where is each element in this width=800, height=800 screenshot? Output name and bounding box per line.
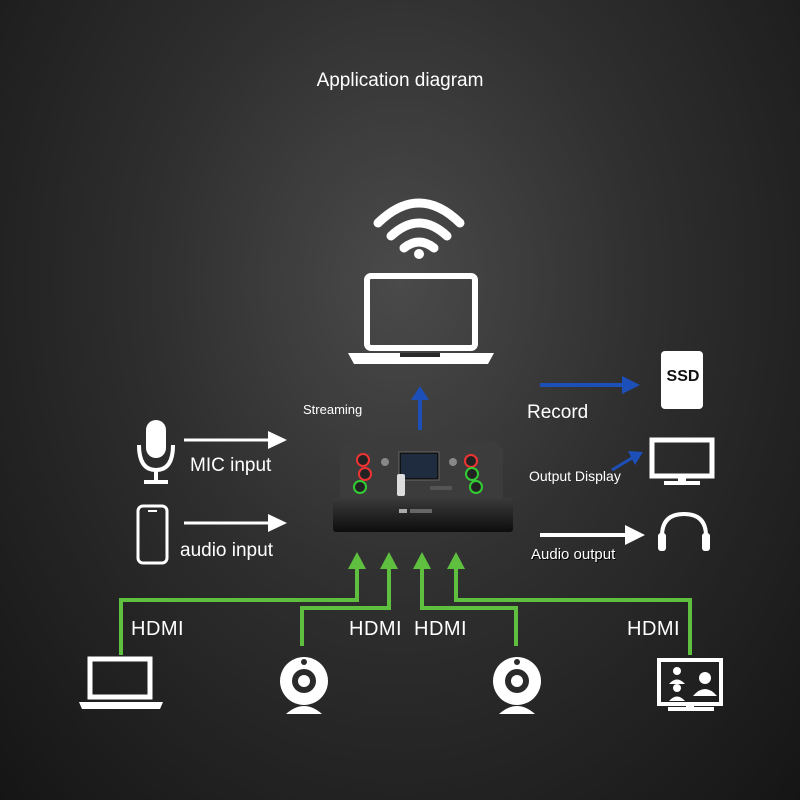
video-conference-icon (657, 658, 723, 711)
streaming-arrow (411, 386, 429, 430)
source-laptop-icon (79, 656, 163, 709)
mic-input-arrow (184, 431, 287, 449)
audio-output-arrow (540, 525, 645, 545)
hdmi-label-3: HDMI (414, 618, 468, 640)
ssd-icon (661, 351, 703, 409)
hdmi-arrowheads (348, 552, 465, 569)
audio-input-label: audio input (180, 540, 273, 561)
wifi-icon (373, 198, 465, 259)
hdmi-label-1: HDMI (131, 618, 185, 640)
microphone-icon (137, 420, 175, 484)
streaming-label: Streaming (303, 402, 363, 417)
smartphone-icon (136, 504, 169, 565)
record-arrow (540, 376, 640, 394)
video-switcher-device (333, 441, 513, 532)
hdmi-line-2 (300, 565, 391, 646)
record-label: Record (527, 402, 589, 423)
diagram-title: Application diagram (316, 70, 484, 91)
audio-output-label: Audio output (531, 546, 616, 563)
hdmi-label-2: HDMI (349, 618, 403, 640)
monitor-icon (649, 437, 715, 485)
output-display-label: Output Display (529, 468, 621, 484)
mic-input-label: MIC input (190, 455, 272, 476)
streaming-laptop-icon (348, 273, 494, 364)
webcam-icon-2 (493, 657, 541, 714)
headphones-icon (658, 511, 710, 551)
hdmi-connection-lines (119, 565, 692, 655)
hdmi-line-4 (454, 565, 692, 655)
hdmi-line-1 (119, 565, 359, 655)
output-display-arrow (611, 451, 643, 472)
hdmi-line-3 (420, 565, 518, 646)
ssd-label: SSD (666, 368, 700, 385)
webcam-icon-1 (280, 657, 328, 714)
hdmi-label-4: HDMI (627, 618, 681, 640)
audio-input-arrow (184, 514, 287, 532)
